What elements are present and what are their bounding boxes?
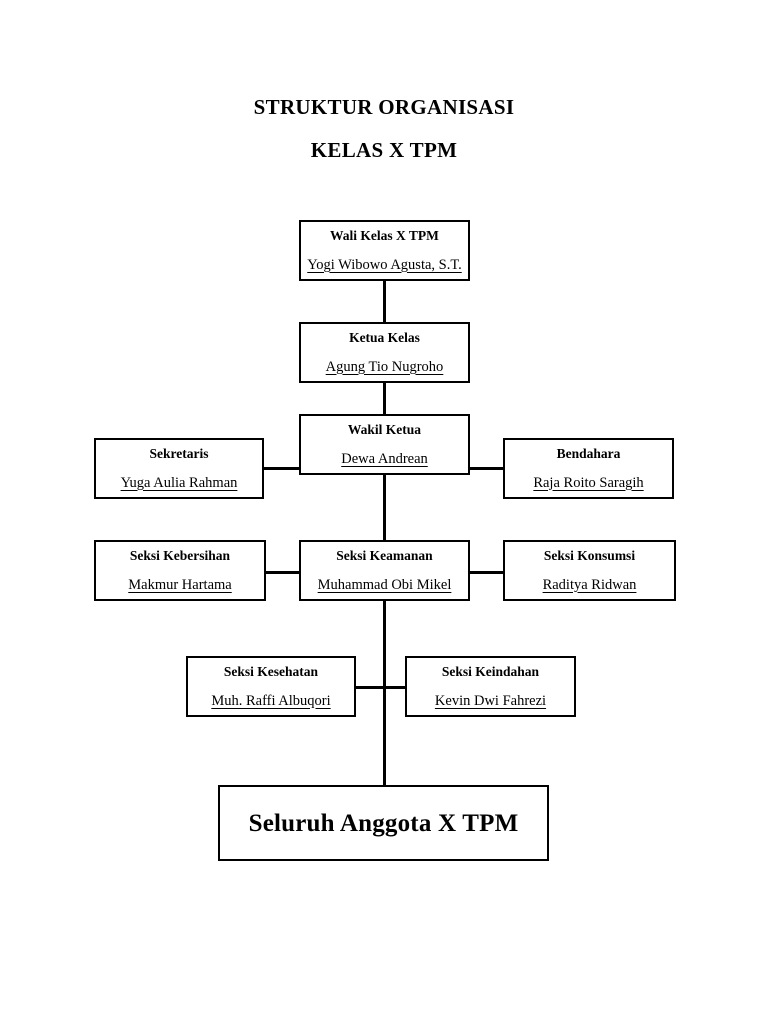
node-seksi-keindahan[interactable]: Seksi Keindahan Kevin Dwi Fahrezi [405, 656, 576, 717]
node-seksi-konsumsi[interactable]: Seksi Konsumsi Raditya Ridwan [503, 540, 676, 601]
connector-wakil-to-bendahara [468, 467, 505, 470]
node-wakil-ketua[interactable]: Wakil Ketua Dewa Andrean [299, 414, 470, 475]
connector-keamanan-to-bottom-trunk [383, 599, 386, 786]
node-person-name: Kevin Dwi Fahrezi [434, 692, 547, 709]
page-title-line-1: STRUKTUR ORGANISASI [253, 95, 515, 119]
node-person-name: Agung Tio Nugroho [325, 358, 444, 375]
node-role-label: Wakil Ketua [347, 422, 422, 437]
node-role-label: Seksi Konsumsi [543, 548, 636, 563]
node-role-label: Wali Kelas X TPM [330, 228, 439, 243]
node-person-name: Yuga Aulia Rahman [120, 474, 238, 491]
node-ketua-kelas[interactable]: Ketua Kelas Agung Tio Nugroho [299, 322, 470, 383]
node-role-label: Bendahara [556, 446, 621, 461]
node-seksi-keamanan[interactable]: Seksi Keamanan Muhammad Obi Mikel [299, 540, 470, 601]
node-person-name: Raja Roito Saragih [533, 474, 644, 491]
connector-kebersihan-to-keamanan [264, 571, 301, 574]
node-role-label: Seluruh Anggota X TPM [248, 809, 519, 837]
node-bendahara[interactable]: Bendahara Raja Roito Saragih [503, 438, 674, 499]
node-person-name: Dewa Andrean [341, 450, 428, 467]
node-wali-kelas[interactable]: Wali Kelas X TPM Yogi Wibowo Agusta, S.T… [299, 220, 470, 281]
node-person-name: Muhammad Obi Mikel [317, 576, 452, 593]
node-seksi-kesehatan[interactable]: Seksi Kesehatan Muh. Raffi Albuqori [186, 656, 356, 717]
node-role-label: Seksi Keindahan [441, 664, 540, 679]
node-sekretaris[interactable]: Sekretaris Yuga Aulia Rahman [94, 438, 264, 499]
node-person-name: Makmur Hartama [128, 576, 232, 593]
node-role-label: Sekretaris [149, 446, 209, 461]
connector-wakil-to-keamanan [383, 474, 386, 542]
node-role-label: Seksi Kesehatan [223, 664, 319, 679]
connector-wali-to-ketua [383, 280, 386, 324]
node-seluruh-anggota[interactable]: Seluruh Anggota X TPM [218, 785, 549, 861]
connector-kesehatan-to-trunk [354, 686, 386, 689]
node-person-name: Yogi Wibowo Agusta, S.T. [307, 256, 462, 273]
node-seksi-kebersihan[interactable]: Seksi Kebersihan Makmur Hartama [94, 540, 266, 601]
node-role-label: Ketua Kelas [349, 330, 420, 345]
node-person-name: Muh. Raffi Albuqori [211, 692, 331, 709]
connector-keamanan-to-konsumsi [468, 571, 505, 574]
connector-ketua-to-wakil [383, 382, 386, 416]
node-person-name: Raditya Ridwan [542, 576, 637, 593]
node-role-label: Seksi Keamanan [336, 548, 433, 563]
connector-trunk-to-keindahan [383, 686, 407, 689]
page-title-line-2: KELAS X TPM [310, 138, 458, 162]
node-role-label: Seksi Kebersihan [129, 548, 231, 563]
connector-sekretaris-to-wakil [263, 467, 301, 470]
